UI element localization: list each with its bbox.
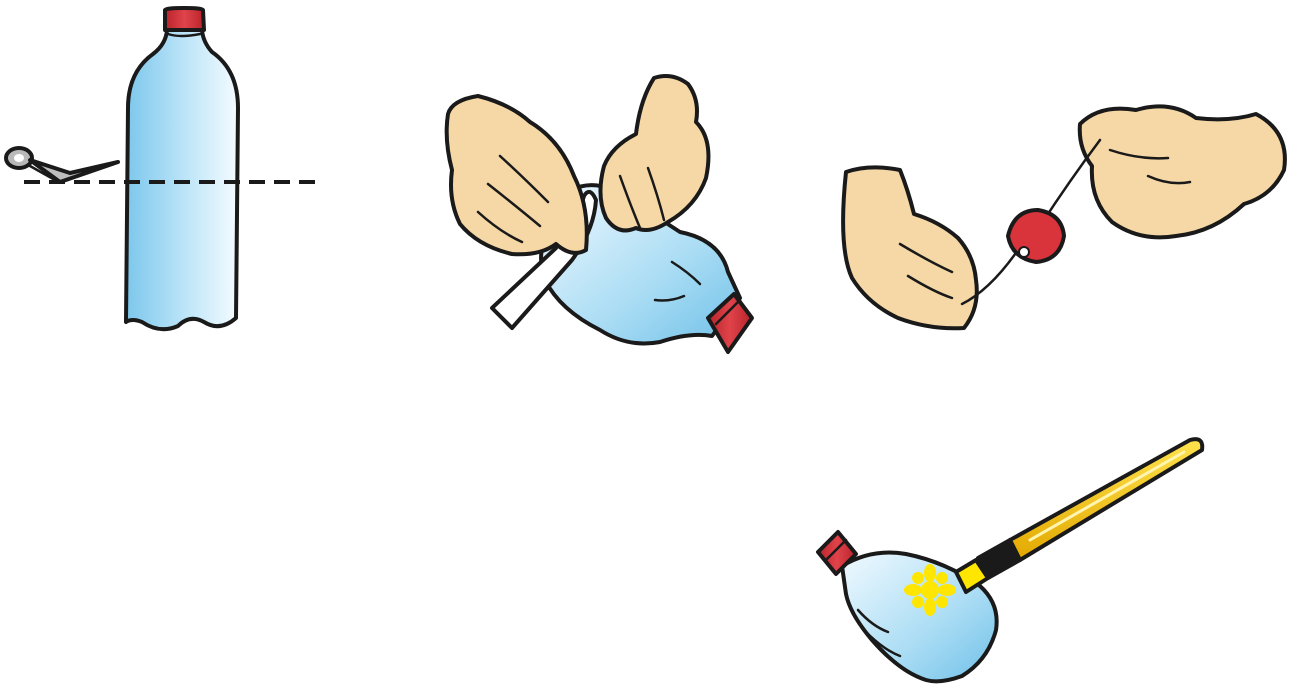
step-2-tape-bottle <box>447 76 752 352</box>
step-4-paint-bottle <box>818 439 1202 681</box>
bottle-top-icon <box>818 532 997 681</box>
paintbrush-icon <box>956 439 1202 592</box>
scissors-icon <box>6 148 118 182</box>
bottle-icon <box>126 8 238 329</box>
step-3-thread-bead <box>843 106 1285 328</box>
step-1-cut-bottle <box>6 8 318 329</box>
bead-icon <box>1008 210 1064 262</box>
hand-icon <box>843 106 1285 328</box>
